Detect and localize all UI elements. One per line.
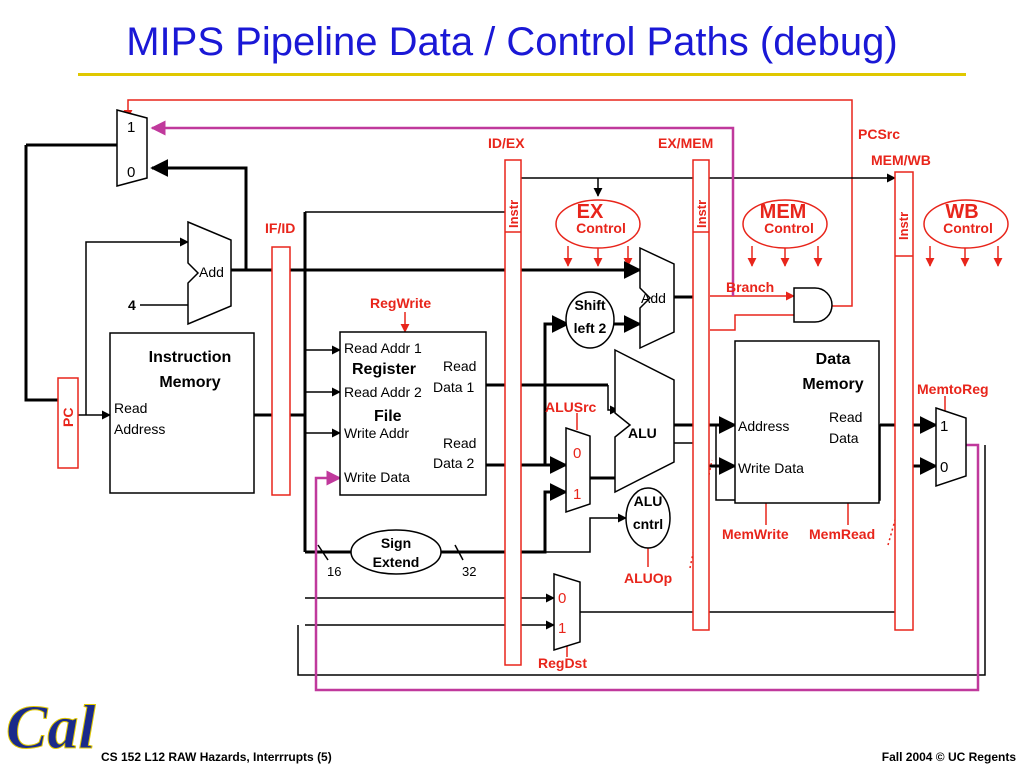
debug-paths bbox=[150, 120, 980, 692]
alu-cntrl-1: ALU bbox=[634, 493, 663, 509]
memtoreg-label: MemtoReg bbox=[917, 381, 989, 397]
pc-adder: Add bbox=[187, 220, 232, 326]
pc-mux-label-0: 0 bbox=[127, 164, 135, 181]
pc-mux: 1 0 bbox=[116, 109, 148, 187]
memread-label: MemRead bbox=[809, 526, 875, 542]
datapath-wires bbox=[24, 143, 986, 676]
id-ex-instr: Instr bbox=[506, 200, 521, 228]
ex-mem-instr: Instr bbox=[694, 200, 709, 228]
id-ex-register bbox=[504, 159, 522, 666]
memtoreg-mux-1: 1 bbox=[940, 418, 948, 435]
pc-label: PC bbox=[60, 408, 76, 427]
sign-extend-1: Sign bbox=[381, 535, 411, 551]
register-file-title-1: Register bbox=[352, 361, 416, 378]
branch-adder-label: Add bbox=[641, 290, 666, 306]
pc-adder-label: Add bbox=[199, 264, 224, 280]
footer-course: CS 152 L12 RAW Hazards, Interrrupts (5) bbox=[101, 750, 332, 764]
sign-extend-2: Extend bbox=[373, 554, 420, 570]
regdst-mux-0: 0 bbox=[558, 590, 566, 607]
pc-register bbox=[57, 377, 79, 469]
cal-logo: Cal bbox=[6, 694, 97, 763]
wb-control-text: Control bbox=[943, 220, 993, 236]
ex-control: EX Control bbox=[555, 199, 641, 249]
alusrc-mux-0: 0 bbox=[573, 445, 581, 462]
data-mem-read-2: Data bbox=[829, 430, 859, 446]
ex-control-text: Control bbox=[576, 220, 626, 236]
alusrc-mux-1: 1 bbox=[573, 486, 581, 503]
data-mem-title-2: Memory bbox=[802, 376, 863, 393]
read-data-1-b: Data 1 bbox=[433, 379, 474, 395]
data-mem-address: Address bbox=[738, 418, 789, 434]
bits-16: 16 bbox=[327, 564, 341, 579]
alu-label: ALU bbox=[628, 425, 657, 441]
instr-mem-title-2: Memory bbox=[159, 374, 220, 391]
regwrite-label: RegWrite bbox=[370, 295, 431, 311]
instr-mem-title-1: Instruction bbox=[149, 349, 232, 366]
page-title: MIPS Pipeline Data / Control Paths (debu… bbox=[126, 20, 898, 64]
pcsrc-label: PCSrc bbox=[858, 126, 900, 142]
ex-mem-label: EX/MEM bbox=[658, 135, 713, 151]
write-addr: Write Addr bbox=[344, 425, 409, 441]
pc-mux-label-1: 1 bbox=[127, 119, 135, 136]
cal-logo-text: Cal bbox=[6, 694, 96, 762]
memtoreg-mux: 1 0 bbox=[935, 406, 967, 488]
read-addr-1: Read Addr 1 bbox=[344, 340, 422, 356]
footer-copyright: Fall 2004 © UC Regents bbox=[881, 750, 1016, 764]
branch-and-gate bbox=[793, 287, 833, 323]
data-mem-read-1: Read bbox=[829, 409, 862, 425]
mem-title: MEM bbox=[760, 201, 807, 223]
read-data-2-a: Read bbox=[443, 435, 476, 451]
regdst-label: RegDst bbox=[538, 655, 587, 671]
title-underline bbox=[78, 73, 966, 76]
branch-adder: Add bbox=[639, 246, 675, 350]
mem-wb-instr: Instr bbox=[896, 212, 911, 240]
data-mem-write-data: Write Data bbox=[738, 460, 804, 476]
mem-control: MEM Control bbox=[742, 199, 828, 249]
read-address-1: Read bbox=[114, 400, 147, 416]
read-addr-2: Read Addr 2 bbox=[344, 384, 422, 400]
alu-control: ALU cntrl bbox=[625, 487, 671, 549]
regdst-mux: 0 1 bbox=[553, 572, 581, 652]
write-data-reg: Write Data bbox=[344, 469, 410, 485]
if-id-register bbox=[271, 246, 291, 496]
shift-left-1: Shift bbox=[574, 297, 605, 313]
memtoreg-mux-0: 0 bbox=[940, 459, 948, 476]
instruction-memory: Instruction Memory Read Address bbox=[109, 332, 255, 494]
read-data-2-b: Data 2 bbox=[433, 455, 474, 471]
alu: ALU bbox=[614, 348, 675, 494]
mem-wb-register bbox=[894, 171, 914, 631]
mem-wb-label: MEM/WB bbox=[871, 152, 931, 168]
wb-control: WB Control bbox=[923, 199, 1009, 249]
branch-label: Branch bbox=[726, 279, 774, 295]
ex-title: EX bbox=[577, 201, 604, 223]
register-file: Read Addr 1 Register Read Addr 2 File Wr… bbox=[339, 331, 487, 496]
ex-mem-register bbox=[692, 159, 710, 631]
aluop-label: ALUOp bbox=[624, 570, 672, 586]
if-id-label: IF/ID bbox=[265, 220, 295, 236]
read-address-2: Address bbox=[114, 421, 165, 437]
alu-cntrl-2: cntrl bbox=[633, 516, 663, 532]
alusrc-mux: 0 1 bbox=[565, 426, 591, 514]
data-memory: Data Memory Address Write Data Read Data bbox=[734, 340, 880, 504]
sign-extend: Sign Extend bbox=[350, 529, 442, 575]
id-ex-label: ID/EX bbox=[488, 135, 525, 151]
register-file-title-2: File bbox=[374, 408, 402, 425]
wb-title: WB bbox=[945, 201, 978, 223]
constant-four: 4 bbox=[128, 297, 136, 313]
shift-left-2-text: left 2 bbox=[574, 320, 607, 336]
data-mem-title-1: Data bbox=[816, 351, 851, 368]
read-data-1-a: Read bbox=[443, 358, 476, 374]
bits-32: 32 bbox=[462, 564, 476, 579]
regdst-mux-1: 1 bbox=[558, 620, 566, 637]
mem-control-text: Control bbox=[764, 220, 814, 236]
shift-left-2: Shift left 2 bbox=[565, 291, 615, 349]
alusrc-label: ALUSrc bbox=[545, 399, 597, 415]
memwrite-label: MemWrite bbox=[722, 526, 789, 542]
